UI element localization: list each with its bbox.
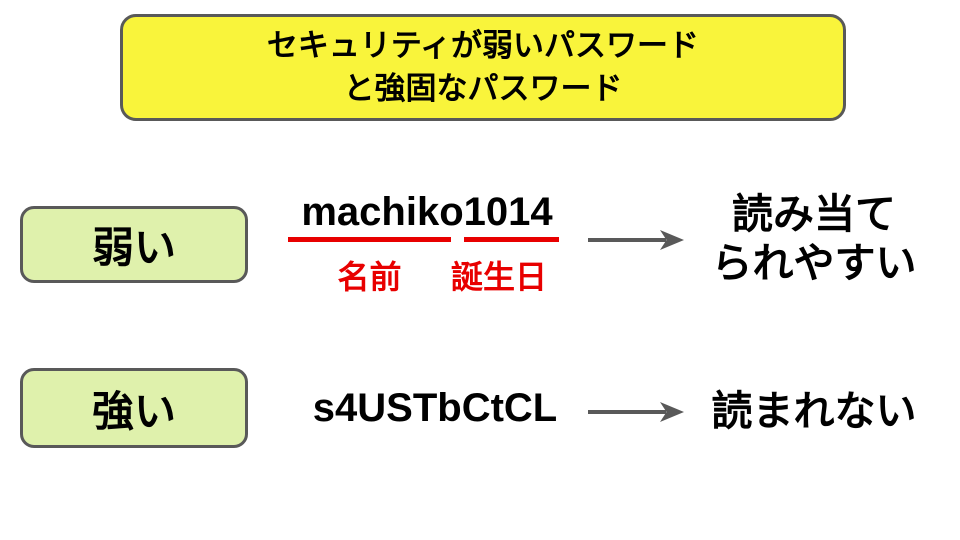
weak-result-line-1: 読み当て: [732, 191, 896, 237]
strong-label-box: 強い: [20, 368, 248, 448]
strong-label: 強い: [91, 387, 176, 435]
birthday-annotation: 誕生日: [450, 259, 547, 295]
name-annotation: 名前: [337, 259, 402, 295]
weak-password-text: machiko1014: [301, 190, 553, 234]
right-arrow-icon: [588, 230, 684, 250]
name-underline: [288, 237, 451, 242]
title-line-1: セキュリティが弱いパスワード: [266, 27, 700, 63]
weak-result-line-2: られやすい: [711, 240, 917, 287]
weak-label-box: 弱い: [20, 206, 248, 283]
birthday-underline: [464, 237, 559, 242]
weak-result-text: 読み当て られやすい: [700, 190, 928, 288]
strong-result-text: 読まれない: [711, 388, 917, 434]
title-box: セキュリティが弱いパスワード と強固なパスワード: [120, 14, 846, 121]
strong-password-text: s4USTbCtCL: [312, 386, 558, 430]
right-arrow-icon: [588, 402, 684, 422]
title-line-2: と強固なパスワード: [343, 70, 623, 106]
weak-label: 弱い: [91, 224, 176, 271]
